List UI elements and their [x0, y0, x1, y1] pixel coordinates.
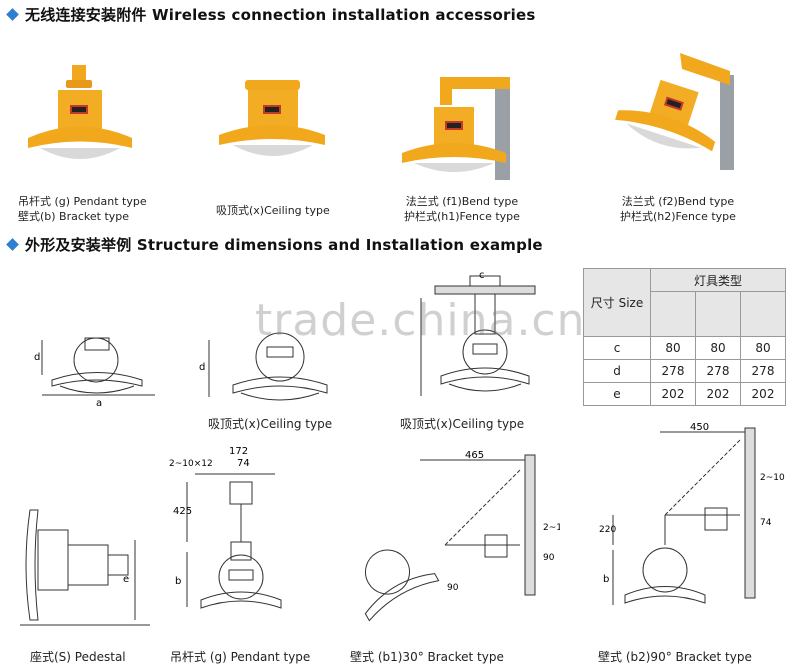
drawing-bracket-30: 465 2~10×12 90 90	[364, 450, 560, 622]
dim-label: 74	[760, 518, 772, 528]
dim-label: 74	[237, 458, 250, 469]
section-title: 无线连接安装附件 Wireless connection installatio…	[25, 5, 536, 24]
watermark: trade.china.cn	[255, 295, 586, 346]
drawing-pendant: 172 2~10×12 74 425 b	[169, 446, 282, 609]
caption-bracket-30: 壁式 (b1)30° Bracket type	[350, 650, 504, 664]
caption-pedestal: 座式(S) Pedestal	[30, 650, 126, 664]
section-title: 外形及安装举例 Structure dimensions and Install…	[25, 235, 543, 254]
dim-label: a	[96, 398, 102, 409]
caption-ceiling: 吸顶式(x)Ceiling type	[216, 204, 330, 217]
dim-label: 220	[599, 525, 616, 535]
table-size-label: 尺寸 Size	[583, 268, 651, 337]
dim-label: 465	[465, 450, 484, 461]
drawing-bracket-90: 450 2~10×12 74 220 b	[599, 422, 785, 605]
lamp-bend-f2-image	[615, 53, 734, 170]
dim-label: b	[603, 574, 609, 585]
dim-label: c	[479, 270, 485, 281]
dim-label: 450	[690, 422, 709, 433]
dim-label: 90	[447, 583, 459, 593]
lamp-bend-f1-image	[402, 77, 510, 180]
lamp-pendant-image	[28, 65, 132, 159]
drawing-ceiling-2: c	[420, 270, 536, 396]
dim-label: 90	[543, 553, 555, 563]
caption-ceiling-2: 吸顶式(x)Ceiling type	[400, 417, 525, 431]
caption-pendant: 吊杆式 (g) Pendant type	[170, 650, 311, 664]
diamond-bullet-icon	[6, 237, 19, 251]
dim-label: e	[123, 574, 129, 585]
drawing-ceiling-1: d	[199, 332, 328, 401]
diamond-bullet-icon	[6, 7, 19, 21]
lamp-ceiling-image	[219, 80, 325, 156]
dim-label: 2~10×12	[169, 459, 213, 469]
dim-label: 2~10×12	[543, 523, 560, 533]
section-header-accessories: 无线连接安装附件 Wireless connection installatio…	[4, 2, 535, 26]
drawing-front-view: d a	[34, 337, 155, 409]
dim-label: b	[175, 576, 181, 587]
caption-bracket-90: 壁式 (b2)90° Bracket type	[598, 650, 752, 664]
table-group-label: 灯具类型	[650, 268, 786, 292]
dim-label: 172	[229, 446, 248, 457]
dim-label: d	[199, 362, 205, 373]
dim-label: 2~10×12	[760, 473, 785, 483]
dim-label: d	[34, 352, 40, 363]
caption-ceiling-1: 吸顶式(x)Ceiling type	[208, 417, 333, 431]
drawing-pedestal: e	[20, 509, 150, 626]
dim-label: 425	[173, 506, 192, 517]
section-header-structure: 外形及安装举例 Structure dimensions and Install…	[4, 232, 543, 256]
